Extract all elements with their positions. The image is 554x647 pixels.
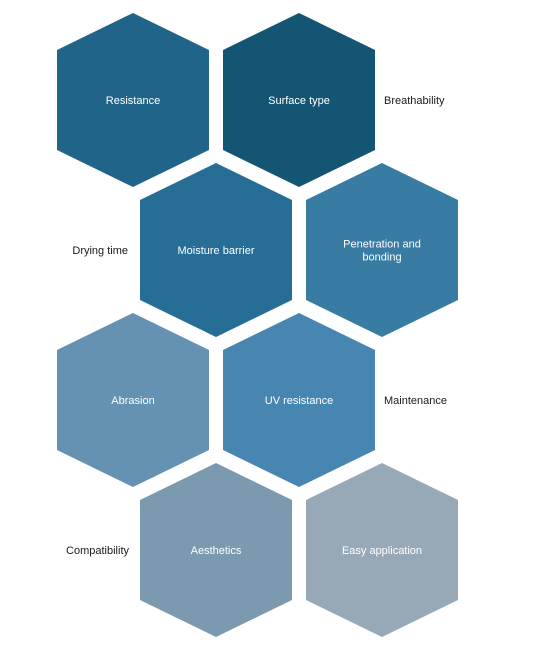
hexagon-shape [140, 463, 292, 637]
hexagon-uv-resistance: UV resistance [223, 313, 375, 487]
hexagon-easy-application: Easy application [306, 463, 458, 637]
hexagon-label-line: UV resistance [265, 395, 333, 407]
hexagon-shape [57, 13, 209, 187]
hexagon-label: Aesthetics [191, 545, 242, 557]
hexagon-shape [306, 463, 458, 637]
hexagon-label-line: Easy application [342, 545, 422, 557]
hexagon-label: Moisture barrier [177, 245, 254, 257]
side-label-drying-time: Drying time [72, 245, 128, 257]
hexagon-shape [223, 13, 375, 187]
hexagon-label-line: Moisture barrier [177, 245, 254, 257]
hexagon-label-line: Penetration and [343, 239, 421, 251]
hexagon-shape [306, 163, 458, 337]
hexagon-label: Surface type [268, 95, 330, 107]
hexagon-label: UV resistance [265, 395, 333, 407]
hexagon-label-line: Aesthetics [191, 545, 242, 557]
side-label-compatibility: Compatibility [66, 545, 129, 557]
hexagon-label: Easy application [342, 545, 422, 557]
hexagon-label-line: Resistance [106, 95, 160, 107]
hexagon-aesthetics: Aesthetics [140, 463, 292, 637]
hexagon-shape [57, 313, 209, 487]
hexagon-label: Resistance [106, 95, 160, 107]
hexagon-label: Abrasion [111, 395, 154, 407]
side-label-maintenance: Maintenance [384, 395, 447, 407]
hexagon-moisture-barrier: Moisture barrier [140, 163, 292, 337]
hexagon-label-line: Surface type [268, 95, 330, 107]
hexagon-shape [223, 313, 375, 487]
hexagon-resistance: Resistance [57, 13, 209, 187]
hexagon-label-line: bonding [362, 252, 401, 264]
hexagon-abrasion: Abrasion [57, 313, 209, 487]
hexagon-label-line: Abrasion [111, 395, 154, 407]
hexagon-surface-type: Surface type [223, 13, 375, 187]
hexagon-shape [140, 163, 292, 337]
side-label-breathability: Breathability [384, 95, 445, 107]
